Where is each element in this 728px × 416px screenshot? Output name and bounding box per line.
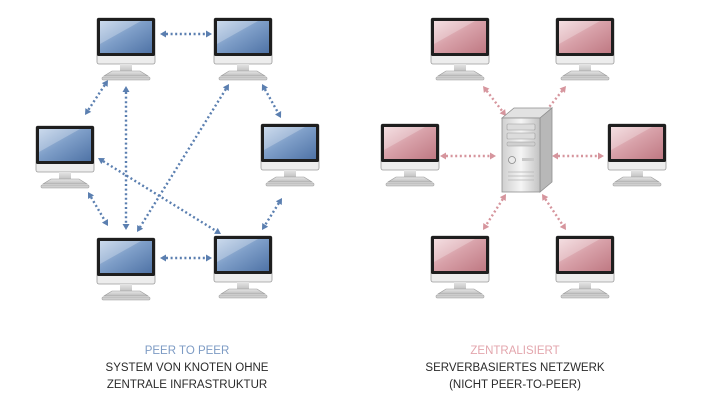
connections <box>85 30 604 262</box>
p2p-computer-top-left <box>96 17 156 81</box>
p2p-computer-bottom-right <box>213 235 273 299</box>
peer-to-peer-caption: PEER TO PEER SYSTEM VON KNOTEN OHNE ZENT… <box>37 343 337 394</box>
central-computer-top-right <box>555 17 615 81</box>
p2p-computer-bottom-left <box>96 237 156 301</box>
p2p-link-topright-right <box>261 84 282 118</box>
centralized-caption: ZENTRALISIERT SERVERBASIERTES NETZWERK (… <box>365 343 665 394</box>
p2p-link-topleft-left <box>85 80 108 115</box>
centralized-description-line-1: SERVERBASIERTES NETZWERK <box>425 362 605 374</box>
central-link-bottom-left <box>483 194 506 230</box>
network-diagram <box>35 17 667 301</box>
p2p-link-left-bottomleft <box>88 192 108 226</box>
p2p-computer-right <box>260 123 320 187</box>
central-link-left <box>440 152 496 160</box>
p2p-link-top <box>160 30 212 38</box>
p2p-link-right-bottomright <box>262 198 282 230</box>
p2p-computer-left <box>35 125 95 189</box>
p2p-link-topleft-bottomleft <box>122 86 130 230</box>
central-computer-bottom-left <box>430 235 490 299</box>
central-computer-bottom-right <box>555 235 615 299</box>
p2p-computer-top-right <box>213 17 273 81</box>
server-icon <box>500 107 554 193</box>
peer-to-peer-description-line-2: ZENTRALE INFRASTRUKTUR <box>106 379 268 391</box>
peer-to-peer-description-line-1: SYSTEM VON KNOTEN OHNE <box>105 362 269 374</box>
p2p-link-bottom <box>160 254 212 262</box>
central-computer-right <box>607 123 667 187</box>
p2p-link-left-bottomright <box>98 158 221 234</box>
central-computer-left <box>380 123 440 187</box>
p2p-link-topright-bottomleft <box>137 84 229 232</box>
central-computer-top-left <box>430 17 490 81</box>
centralized-description-line-2: (NICHT PEER-TO-PEER) <box>449 379 581 391</box>
nodes <box>35 17 667 301</box>
central-link-bottom-right <box>542 194 566 230</box>
central-link-top-left <box>483 86 506 116</box>
central-link-right <box>552 152 604 160</box>
centralized-title: ZENTRALISIERT <box>470 345 560 357</box>
peer-to-peer-title: PEER TO PEER <box>144 345 230 357</box>
